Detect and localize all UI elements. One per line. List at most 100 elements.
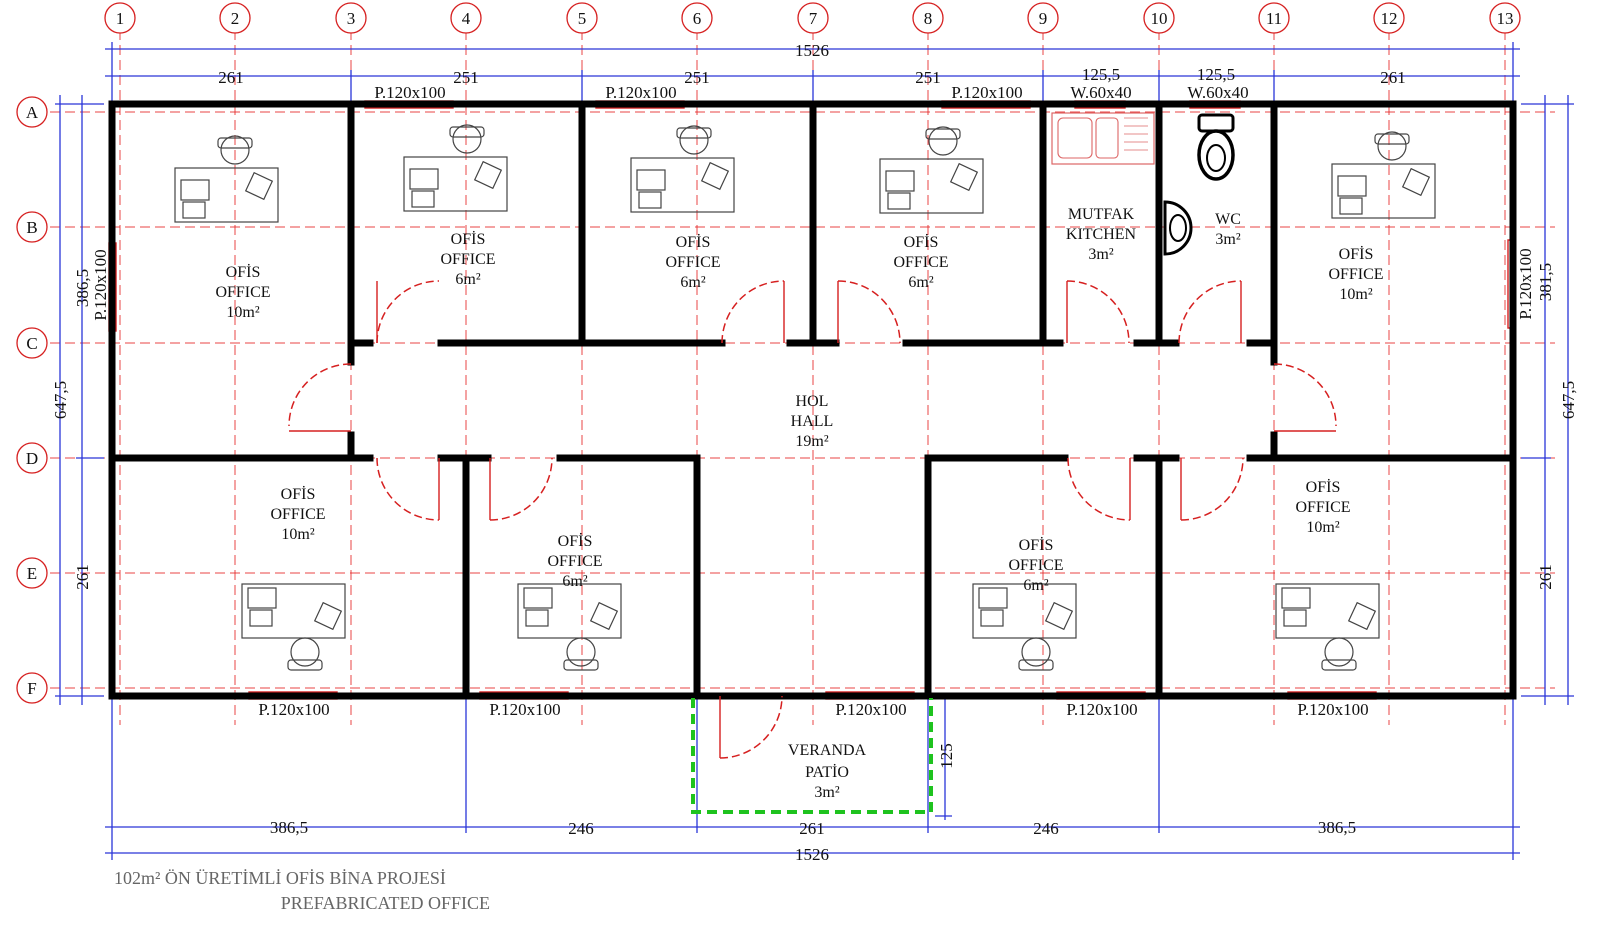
dim-bottom-total: 1526 [795,845,829,864]
grid-row-C: C [16,327,48,359]
dim-bottom-1: 386,5 [270,818,308,837]
svg-text:OFFICE: OFFICE [1328,266,1383,283]
room-office-a3: OFİS OFFICE 6m² [665,233,720,291]
svg-text:8: 8 [924,9,933,28]
room-hall: HOL HALL 19m² [791,393,834,450]
svg-text:HALL: HALL [791,413,834,430]
grid-column-bubbles: 1 2 3 4 5 6 7 8 9 10 11 12 13 [104,2,1521,34]
grid-row-B: B [16,211,48,243]
dim-patio-depth: 125 [937,743,956,769]
title-line-1: 102m² ÖN ÜRETİMLİ OFİS BİNA PROJESİ [114,868,446,888]
window-label-top-2: P.120x100 [605,83,676,102]
svg-text:A: A [26,103,39,122]
grid-row-D: D [16,442,48,474]
desk-icon [241,583,346,671]
room-office-b2: OFİS OFFICE 6m² [547,532,602,590]
svg-text:10: 10 [1151,9,1168,28]
svg-text:OFİS: OFİS [226,263,261,281]
grid-lines [50,30,1555,725]
grid-row-A: A [16,96,48,128]
dim-bottom-3: 261 [799,819,825,838]
svg-text:6m²: 6m² [455,271,480,288]
dim-top-2: 251 [453,68,479,87]
dimension-labels: 1526 261 251 251 251 125,5 125,5 261 386… [51,41,1578,864]
desk-icon [1331,131,1436,219]
window-label-right: P.120x100 [1516,248,1535,319]
dim-left-total: 647,5 [51,381,70,419]
window-label-top-4: W.60x40 [1070,83,1131,102]
room-office-b3: OFİS OFFICE 6m² [1008,536,1063,594]
svg-text:OFFICE: OFFICE [1008,557,1063,574]
svg-text:OFİS: OFİS [1339,245,1374,263]
window-label-top-3: P.120x100 [951,83,1022,102]
dim-top-3: 251 [684,68,710,87]
desk-icon [403,124,508,212]
svg-text:3m²: 3m² [814,784,839,801]
grid-row-F: F [16,672,48,704]
grid-column-1: 1 [104,2,136,34]
svg-text:OFFICE: OFFICE [440,251,495,268]
svg-text:E: E [27,564,37,583]
dim-top-7: 261 [1380,68,1406,87]
grid-column-10: 10 [1143,2,1175,34]
svg-text:10m²: 10m² [1306,519,1339,536]
svg-text:3m²: 3m² [1215,231,1240,248]
window-label-bottom-2: P.120x100 [489,700,560,719]
grid-column-2: 2 [219,2,251,34]
svg-text:6m²: 6m² [680,274,705,291]
grid-column-3: 3 [335,2,367,34]
svg-text:11: 11 [1266,9,1282,28]
window-label-bottom-1: P.120x100 [258,700,329,719]
svg-text:OFİS: OFİS [904,233,939,251]
window-label-bottom-3: P.120x100 [835,700,906,719]
svg-text:7: 7 [809,9,818,28]
desk-icon [517,583,622,671]
svg-text:OFFICE: OFFICE [547,553,602,570]
svg-text:6: 6 [693,9,702,28]
svg-text:OFFICE: OFFICE [665,254,720,271]
svg-text:1: 1 [116,9,125,28]
svg-text:6m²: 6m² [908,274,933,291]
svg-text:6m²: 6m² [1023,577,1048,594]
dim-top-5: 125,5 [1082,65,1120,84]
svg-text:10m²: 10m² [1339,286,1372,303]
svg-text:OFİS: OFİS [451,230,486,248]
room-office-a1: OFİS OFFICE 10m² [215,263,270,321]
grid-column-9: 9 [1027,2,1059,34]
window-labels: P.120x100 P.120x100 P.120x100 W.60x40 W.… [91,83,1535,719]
title-line-2: PREFABRICATED OFFICE [281,893,490,913]
svg-text:OFİS: OFİS [1019,536,1054,554]
room-office-a5: OFİS OFFICE 10m² [1328,245,1383,303]
desk-icon [879,126,984,214]
svg-text:WC: WC [1215,211,1241,228]
svg-text:OFFICE: OFFICE [270,506,325,523]
svg-text:OFİS: OFİS [281,485,316,503]
room-office-a2: OFİS OFFICE 6m² [440,230,495,288]
dim-top-6: 125,5 [1197,65,1235,84]
svg-text:C: C [26,334,37,353]
grid-column-5: 5 [566,2,598,34]
dim-right-lower: 261 [1536,564,1555,590]
grid-row-bubbles: A B C D E F [16,96,48,704]
svg-text:MUTFAK: MUTFAK [1068,206,1135,223]
svg-text:10m²: 10m² [281,526,314,543]
desk-icon [1275,583,1380,671]
desk-icon [174,135,279,223]
room-office-b1: OFİS OFFICE 10m² [270,485,325,543]
room-office-b4: OFİS OFFICE 10m² [1295,478,1350,536]
dimension-lines [55,42,1574,860]
room-office-a4: OFİS OFFICE 6m² [893,233,948,291]
grid-row-E: E [16,557,48,589]
svg-text:OFFICE: OFFICE [215,284,270,301]
window-label-top-5: W.60x40 [1187,83,1248,102]
washbasin-icon [1163,200,1193,256]
svg-text:OFİS: OFİS [558,532,593,550]
dim-bottom-5: 386,5 [1318,818,1356,837]
svg-text:5: 5 [578,9,587,28]
desk-icon [630,125,735,213]
svg-text:4: 4 [462,9,471,28]
svg-text:PATİO: PATİO [805,763,849,781]
dim-left-lower: 261 [73,564,92,590]
title-block: 102m² ÖN ÜRETİMLİ OFİS BİNA PROJESİ PREF… [114,868,490,913]
